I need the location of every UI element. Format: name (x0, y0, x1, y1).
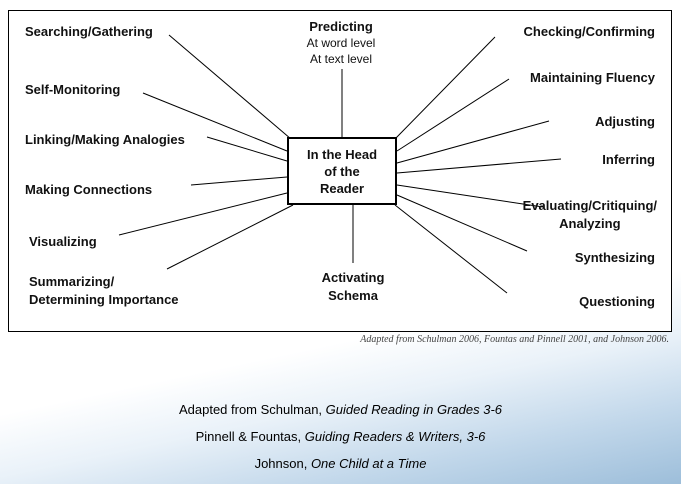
diagram-credit: Adapted from Schulman 2006, Fountas and … (360, 334, 669, 345)
connector-lines (118, 34, 562, 294)
node-predicting-title: Predicting (309, 19, 373, 34)
node-making-connections: Making Connections (25, 182, 153, 197)
citation-prefix: Pinnell & Fountas, (195, 429, 305, 444)
node-evaluating-critiquing-analyzing: Evaluating/Critiquing/ Analyzing (523, 197, 657, 233)
citation-line: Adapted from Schulman, Guided Reading in… (0, 396, 681, 423)
citation-line: Pinnell & Fountas, Guiding Readers & Wri… (0, 423, 681, 450)
node-predicting-sub-word: At word level (306, 36, 376, 50)
citation-title: Guided Reading in Grades 3-6 (325, 402, 503, 417)
node-line: Analyzing (559, 216, 621, 231)
center-box: In the Head of the Reader (287, 137, 397, 205)
citation-line: Johnson, One Child at a Time (0, 450, 681, 477)
node-line: Activating (321, 270, 385, 285)
node-line: Summarizing/ (29, 274, 115, 289)
center-box-line: In the Head (306, 146, 378, 162)
node-summarizing-determining-importance: Summarizing/ Determining Importance (29, 273, 179, 309)
node-line: Schema (328, 288, 378, 303)
node-synthesizing: Synthesizing (574, 250, 655, 265)
citation-prefix: Johnson, (254, 456, 311, 471)
node-activating-schema: Activating Schema (293, 269, 413, 305)
citation-title: Guiding Readers & Writers, 3-6 (304, 429, 486, 444)
node-checking-confirming: Checking/Confirming (523, 24, 655, 39)
citation-prefix: Adapted from Schulman, (178, 402, 326, 417)
node-searching-gathering: Searching/Gathering (25, 24, 153, 39)
node-adjusting: Adjusting (595, 114, 655, 129)
node-line: Evaluating/Critiquing/ (522, 198, 657, 213)
center-box-line: of the (324, 163, 360, 179)
node-predicting: Predicting At word level At text level (271, 19, 411, 67)
node-visualizing: Visualizing (29, 234, 97, 249)
footer-citations: Adapted from Schulman, Guided Reading in… (0, 396, 681, 477)
center-box-line: Reader (319, 180, 365, 196)
node-linking-making-analogies: Linking/Making Analogies (25, 132, 185, 147)
citation-title: One Child at a Time (310, 456, 427, 471)
node-line: Determining Importance (29, 292, 179, 307)
node-self-monitoring: Self-Monitoring (25, 82, 121, 97)
node-questioning: Questioning (579, 294, 655, 309)
reading-strategies-diagram: In the Head of the Reader Predicting At … (8, 10, 672, 332)
node-maintaining-fluency: Maintaining Fluency (530, 70, 655, 85)
node-inferring: Inferring (602, 152, 655, 167)
node-predicting-sub-text: At text level (309, 52, 373, 66)
